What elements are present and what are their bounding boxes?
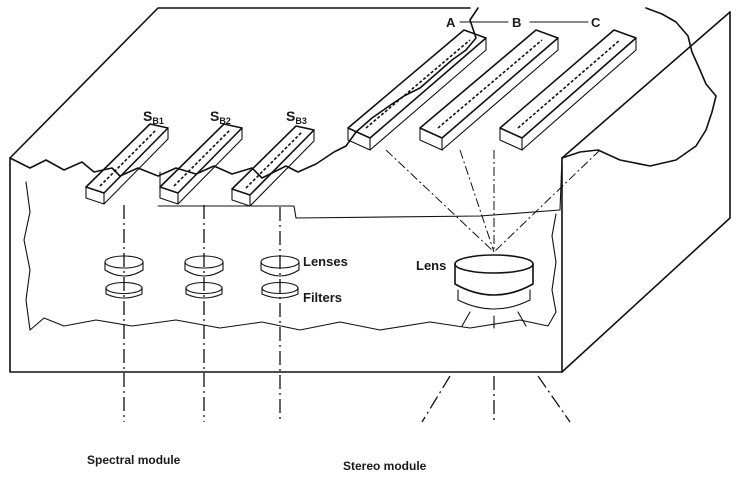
ray-b-left (460, 150, 494, 252)
stereo-ray-left (422, 376, 450, 422)
cavity-left (24, 182, 30, 330)
stereo-lens (455, 255, 533, 328)
ray-a (386, 150, 494, 252)
label-sb2: SB2 (210, 108, 231, 126)
caption-stereo-module: Stereo module (343, 459, 427, 473)
caption-spectral-module: Spectral module (87, 453, 181, 467)
strip-c (500, 30, 636, 150)
cutaway-edge (10, 8, 478, 178)
label-lenses: Lenses (303, 254, 348, 269)
label-sb3: SB3 (286, 108, 307, 126)
right-side-face (562, 12, 730, 372)
cutaway-edge-right (562, 8, 716, 166)
inner-floor-line (158, 206, 560, 218)
strip-sb2 (160, 124, 242, 204)
stereo-ray-right (538, 376, 570, 422)
ray-c (494, 150, 600, 252)
top-right-edge (562, 12, 730, 158)
label-lens: Lens (416, 258, 446, 273)
label-sb1: SB1 (143, 108, 164, 126)
strip-b (420, 30, 558, 150)
label-a: A (446, 15, 456, 30)
label-b: B (512, 15, 521, 30)
label-filters: Filters (303, 290, 342, 305)
strip-sb3 (232, 126, 314, 206)
label-c: C (591, 15, 601, 30)
strip-sb1 (86, 124, 168, 204)
